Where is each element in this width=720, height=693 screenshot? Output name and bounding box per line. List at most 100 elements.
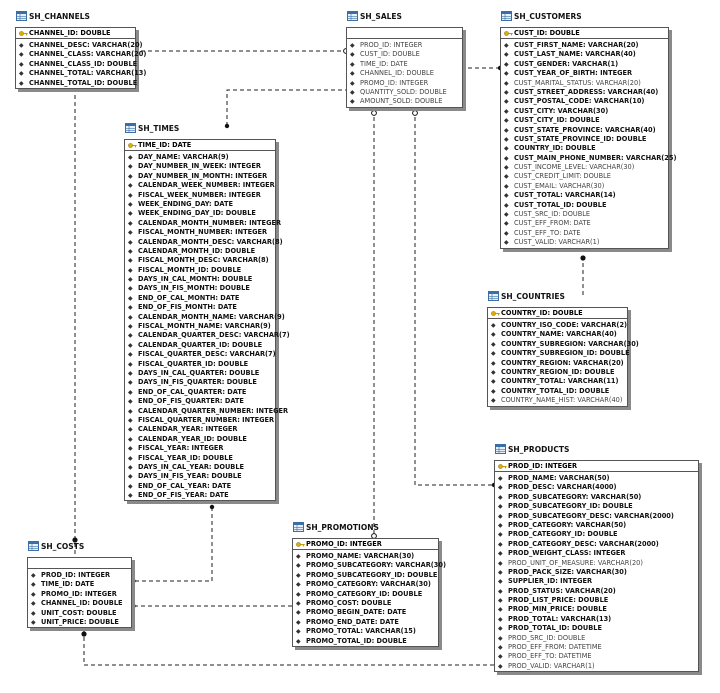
table-column[interactable]: ◆QUANTITY_SOLD: DOUBLE: [347, 88, 462, 97]
table-column[interactable]: ◆CUST_CREDIT_LIMIT: DOUBLE: [501, 172, 668, 181]
table-sh-costs[interactable]: SH_COSTS◆PROD_ID: INTEGER◆TIME_ID: DATE◆…: [27, 541, 132, 629]
table-column[interactable]: ◆PROMO_TOTAL_ID: DOUBLE: [293, 637, 438, 646]
table-column[interactable]: ◆CUST_VALID: VARCHAR(1): [501, 238, 668, 247]
table-column[interactable]: ◆CHANNEL_CLASS: VARCHAR(20): [16, 50, 146, 59]
table-column[interactable]: ◆CUST_POSTAL_CODE: VARCHAR(10): [501, 97, 668, 106]
table-column[interactable]: ◆PROD_CATEGORY: VARCHAR(50): [495, 521, 698, 530]
table-column[interactable]: ◆CHANNEL_TOTAL_ID: DOUBLE: [16, 79, 137, 88]
table-column[interactable]: ◆FISCAL_YEAR_ID: DOUBLE: [125, 454, 275, 463]
table-column[interactable]: ◆CALENDAR_MONTH_NAME: VARCHAR(9): [125, 313, 285, 322]
table-column[interactable]: ◆PROMO_TOTAL: VARCHAR(15): [293, 627, 438, 636]
table-column[interactable]: ◆FISCAL_MONTH_DESC: VARCHAR(8): [125, 256, 275, 265]
table-column[interactable]: ◆CUST_STREET_ADDRESS: VARCHAR(40): [501, 88, 668, 97]
table-column[interactable]: ◆UNIT_PRICE: DOUBLE: [28, 618, 131, 627]
table-column[interactable]: ◆PROD_MIN_PRICE: DOUBLE: [495, 605, 698, 614]
table-column[interactable]: ◆PROD_LIST_PRICE: DOUBLE: [495, 596, 698, 605]
table-column[interactable]: ◆COUNTRY_NAME: VARCHAR(40): [488, 330, 627, 339]
table-column[interactable]: ◆CUST_INCOME_LEVEL: VARCHAR(30): [501, 163, 668, 172]
table-column[interactable]: ◆PROD_VALID: VARCHAR(1): [495, 662, 698, 671]
table-column[interactable]: ◆CALENDAR_MONTH_DESC: VARCHAR(8): [125, 238, 283, 247]
table-column[interactable]: ◆PROD_TOTAL: VARCHAR(13): [495, 615, 698, 624]
table-column[interactable]: ◆CUST_EFF_TO: DATE: [501, 229, 668, 238]
table-column[interactable]: ◆CHANNEL_TOTAL: VARCHAR(13): [16, 69, 146, 78]
table-column[interactable]: ◆CHANNEL_CLASS_ID: DOUBLE: [16, 60, 137, 69]
table-column[interactable]: ◆CHANNEL_ID: DOUBLE: [347, 69, 462, 78]
table-column[interactable]: ◆CUST_TOTAL_ID: DOUBLE: [501, 201, 668, 210]
table-sh-sales[interactable]: SH_SALES◆PROD_ID: INTEGER◆CUST_ID: DOUBL…: [346, 11, 463, 108]
table-column[interactable]: ◆PROD_CATEGORY_DESC: VARCHAR(2000): [495, 540, 698, 549]
table-column[interactable]: ◆PROMO_CATEGORY: VARCHAR(30): [293, 580, 438, 589]
table-column[interactable]: ◆AMOUNT_SOLD: DOUBLE: [347, 97, 462, 106]
table-column[interactable]: ◆PROMO_ID: INTEGER: [347, 79, 462, 88]
table-column[interactable]: ◆FISCAL_MONTH_NUMBER: INTEGER: [125, 228, 275, 237]
table-column[interactable]: ◆END_OF_CAL_YEAR: DATE: [125, 482, 275, 491]
table-column[interactable]: ◆UNIT_COST: DOUBLE: [28, 609, 131, 618]
table-column[interactable]: ◆FISCAL_QUARTER_ID: DOUBLE: [125, 360, 275, 369]
primary-key-column[interactable]: CUST_ID: DOUBLE: [501, 28, 668, 39]
table-column[interactable]: ◆FISCAL_QUARTER_NUMBER: INTEGER: [125, 416, 275, 425]
table-column[interactable]: ◆PROD_UNIT_OF_MEASURE: VARCHAR(20): [495, 559, 698, 568]
table-column[interactable]: ◆DAYS_IN_CAL_QUARTER: DOUBLE: [125, 369, 275, 378]
table-column[interactable]: ◆CALENDAR_MONTH_ID: DOUBLE: [125, 247, 275, 256]
table-column[interactable]: ◆CALENDAR_QUARTER_ID: DOUBLE: [125, 341, 275, 350]
table-column[interactable]: ◆CUST_SRC_ID: DOUBLE: [501, 210, 668, 219]
table-column[interactable]: ◆SUPPLIER_ID: INTEGER: [495, 577, 698, 586]
table-column[interactable]: ◆FISCAL_QUARTER_DESC: VARCHAR(7): [125, 350, 276, 359]
table-column[interactable]: ◆CUST_TOTAL: VARCHAR(14): [501, 191, 668, 200]
table-column[interactable]: ◆COUNTRY_SUBREGION_ID: DOUBLE: [488, 349, 630, 358]
primary-key-column[interactable]: PROMO_ID: INTEGER: [293, 539, 438, 550]
table-column[interactable]: ◆COUNTRY_NAME_HIST: VARCHAR(40): [488, 396, 627, 405]
table-column[interactable]: ◆PROMO_BEGIN_DATE: DATE: [293, 608, 438, 617]
table-column[interactable]: ◆CALENDAR_WEEK_NUMBER: INTEGER: [125, 181, 275, 190]
table-column[interactable]: ◆DAY_NAME: VARCHAR(9): [125, 153, 275, 162]
table-column[interactable]: ◆CUST_MAIN_PHONE_NUMBER: VARCHAR(25): [501, 154, 677, 163]
table-column[interactable]: ◆CUST_MARITAL_STATUS: VARCHAR(20): [501, 79, 668, 88]
table-column[interactable]: ◆CUST_GENDER: VARCHAR(1): [501, 60, 668, 69]
table-column[interactable]: ◆FISCAL_YEAR: INTEGER: [125, 444, 275, 453]
table-column[interactable]: ◆WEEK_ENDING_DAY_ID: DOUBLE: [125, 209, 275, 218]
table-column[interactable]: ◆CHANNEL_ID: DOUBLE: [28, 599, 131, 608]
table-column[interactable]: ◆DAYS_IN_CAL_YEAR: DOUBLE: [125, 463, 275, 472]
table-column[interactable]: ◆CALENDAR_QUARTER_NUMBER: INTEGER: [125, 407, 288, 416]
table-column[interactable]: ◆DAYS_IN_CAL_MONTH: DOUBLE: [125, 275, 275, 284]
table-column[interactable]: ◆CUST_CITY_ID: DOUBLE: [501, 116, 668, 125]
table-column[interactable]: ◆PROD_SUBCATEGORY_ID: DOUBLE: [495, 502, 698, 511]
table-column[interactable]: ◆PROMO_NAME: VARCHAR(30): [293, 552, 438, 561]
primary-key-column[interactable]: CHANNEL_ID: DOUBLE: [16, 28, 135, 39]
table-column[interactable]: ◆DAYS_IN_FIS_MONTH: DOUBLE: [125, 284, 275, 293]
table-column[interactable]: ◆FISCAL_WEEK_NUMBER: INTEGER: [125, 191, 275, 200]
table-column[interactable]: ◆END_OF_FIS_QUARTER: DATE: [125, 397, 275, 406]
table-column[interactable]: ◆DAYS_IN_FIS_YEAR: DOUBLE: [125, 472, 275, 481]
table-column[interactable]: ◆CUST_EMAIL: VARCHAR(30): [501, 182, 668, 191]
primary-key-column[interactable]: TIME_ID: DATE: [125, 140, 275, 151]
table-column[interactable]: ◆COUNTRY_ID: DOUBLE: [501, 144, 668, 153]
table-column[interactable]: ◆CALENDAR_MONTH_NUMBER: INTEGER: [125, 219, 281, 228]
table-column[interactable]: ◆DAY_NUMBER_IN_WEEK: INTEGER: [125, 162, 275, 171]
table-column[interactable]: ◆COUNTRY_TOTAL_ID: DOUBLE: [488, 387, 627, 396]
table-column[interactable]: ◆WEEK_ENDING_DAY: DATE: [125, 200, 275, 209]
table-column[interactable]: ◆CHANNEL_DESC: VARCHAR(20): [16, 41, 143, 50]
table-column[interactable]: ◆FISCAL_MONTH_ID: DOUBLE: [125, 266, 275, 275]
table-column[interactable]: ◆PROD_TOTAL_ID: DOUBLE: [495, 624, 698, 633]
table-column[interactable]: ◆CUST_STATE_PROVINCE_ID: DOUBLE: [501, 135, 668, 144]
table-column[interactable]: ◆TIME_ID: DATE: [347, 60, 462, 69]
table-column[interactable]: ◆END_OF_FIS_MONTH: DATE: [125, 303, 275, 312]
table-column[interactable]: ◆COUNTRY_REGION_ID: DOUBLE: [488, 368, 627, 377]
table-column[interactable]: ◆DAY_NUMBER_IN_MONTH: INTEGER: [125, 172, 275, 181]
table-column[interactable]: ◆PROD_SUBCATEGORY_DESC: VARCHAR(2000): [495, 512, 698, 521]
table-column[interactable]: ◆END_OF_CAL_MONTH: DATE: [125, 294, 275, 303]
table-column[interactable]: ◆COUNTRY_REGION: VARCHAR(20): [488, 359, 627, 368]
table-column[interactable]: ◆PROMO_COST: DOUBLE: [293, 599, 438, 608]
table-column[interactable]: ◆CUST_LAST_NAME: VARCHAR(40): [501, 50, 668, 59]
primary-key-column[interactable]: PROD_ID: INTEGER: [495, 461, 698, 472]
table-column[interactable]: ◆TIME_ID: DATE: [28, 580, 131, 589]
table-column[interactable]: ◆PROD_EFF_TO: DATETIME: [495, 652, 698, 661]
table-column[interactable]: ◆PROD_SUBCATEGORY: VARCHAR(50): [495, 493, 698, 502]
table-column[interactable]: ◆PROMO_CATEGORY_ID: DOUBLE: [293, 590, 438, 599]
table-column[interactable]: ◆PROD_CATEGORY_ID: DOUBLE: [495, 530, 698, 539]
